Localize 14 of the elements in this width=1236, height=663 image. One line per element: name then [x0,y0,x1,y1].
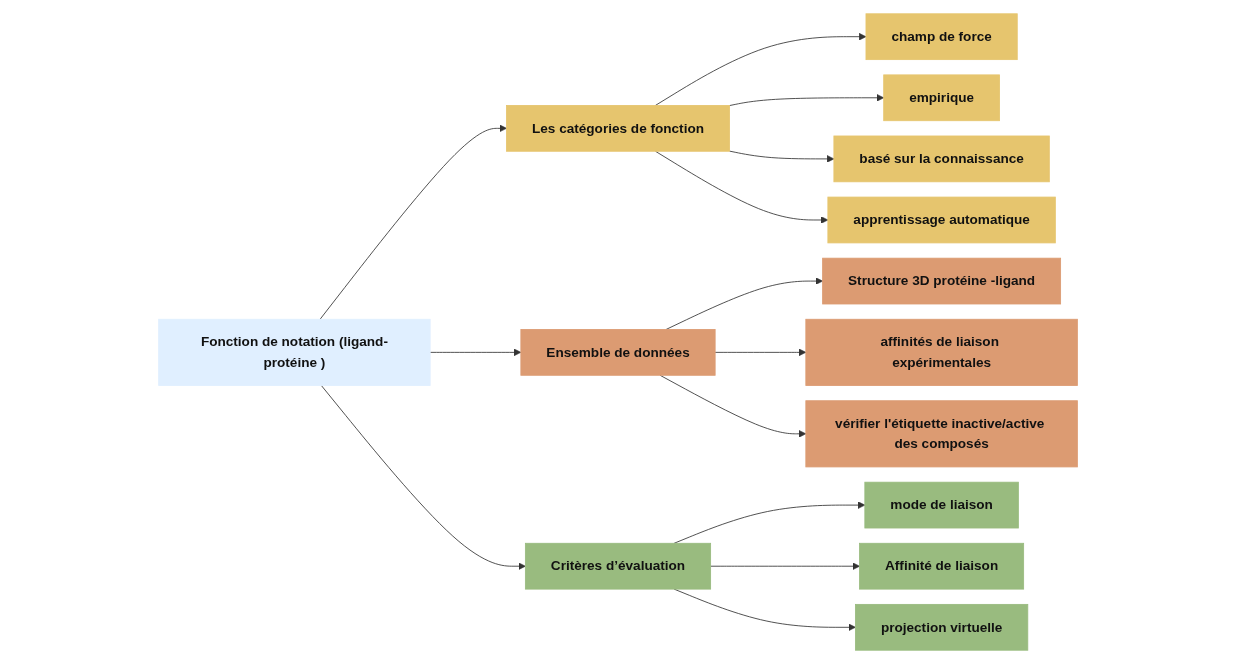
node-box: apprentissage automatique [827,196,1056,243]
node-box: mode de liaison [864,481,1019,528]
node-box: Affinité de liaison [859,542,1025,590]
node-box: Les catégories de fonction [506,104,730,152]
node-box: affinités de liaison expérimentales [805,318,1078,386]
node-box: Fonction de notation (ligand-protéine ) [158,318,431,386]
node-box: Ensemble de données [520,328,716,376]
node-box: Critères d’évaluation [524,542,712,590]
node-box: vérifier l'étiquette inactive/active des composés [805,399,1078,467]
node-box: projection virtuelle [855,603,1029,651]
node-box: champ de force [865,12,1018,60]
node-box: basé sur la connaissance [833,135,1050,182]
node-box: Structure 3D protéine -ligand [822,257,1062,304]
node-box: empirique [883,73,1000,121]
